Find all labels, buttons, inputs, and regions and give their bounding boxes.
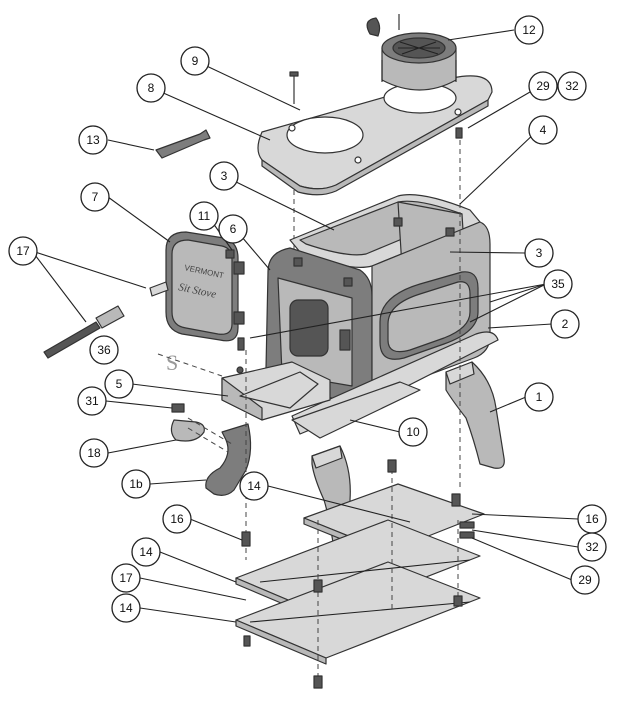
svg-text:17: 17 bbox=[119, 571, 133, 585]
flue-collar bbox=[366, 14, 457, 91]
bottom-plates bbox=[235, 483, 485, 665]
svg-text:2: 2 bbox=[562, 317, 569, 331]
svg-text:1b: 1b bbox=[129, 477, 143, 491]
callout-1b: 1b bbox=[121, 469, 151, 499]
callout-14a: 14 bbox=[239, 471, 269, 501]
callout-14b: 14 bbox=[131, 537, 161, 567]
callout-16b: 16 bbox=[577, 504, 607, 534]
svg-text:35: 35 bbox=[551, 277, 565, 291]
svg-text:13: 13 bbox=[86, 133, 100, 147]
callout-32b: 32 bbox=[577, 532, 607, 562]
svg-text:16: 16 bbox=[585, 512, 599, 526]
svg-text:6: 6 bbox=[230, 222, 237, 236]
svg-text:36: 36 bbox=[97, 343, 111, 357]
alignment-lines bbox=[237, 140, 475, 689]
callouts: 12 9 8 29 32 13 4 3 7 11 6 17 3 35 2 36 … bbox=[8, 15, 607, 623]
callout-10: 10 bbox=[398, 417, 428, 447]
callout-12: 12 bbox=[514, 15, 544, 45]
svg-text:14: 14 bbox=[119, 601, 133, 615]
svg-text:29: 29 bbox=[536, 79, 550, 93]
svg-text:4: 4 bbox=[540, 123, 547, 137]
callout-3b: 3 bbox=[524, 238, 554, 268]
door-handle bbox=[43, 281, 169, 359]
callout-36: 36 bbox=[89, 335, 119, 365]
svg-text:8: 8 bbox=[148, 81, 155, 95]
callout-5: 5 bbox=[104, 369, 134, 399]
callout-35: 35 bbox=[543, 269, 573, 299]
stove-base bbox=[221, 331, 499, 439]
svg-text:3: 3 bbox=[221, 169, 228, 183]
svg-text:1: 1 bbox=[536, 390, 543, 404]
svg-text:5: 5 bbox=[116, 377, 123, 391]
svg-text:10: 10 bbox=[406, 425, 420, 439]
callout-29b: 29 bbox=[570, 565, 600, 595]
callout-3a: 3 bbox=[209, 161, 239, 191]
small-hardware bbox=[170, 403, 233, 453]
callout-13: 13 bbox=[78, 125, 108, 155]
svg-text:11: 11 bbox=[198, 209, 211, 223]
callout-6: 6 bbox=[218, 214, 248, 244]
top-screws bbox=[289, 71, 463, 260]
callout-14c: 14 bbox=[111, 593, 141, 623]
callout-32: 32 bbox=[557, 71, 587, 101]
callout-29: 29 bbox=[528, 71, 558, 101]
svg-text:32: 32 bbox=[565, 79, 579, 93]
callout-17b: 17 bbox=[111, 563, 141, 593]
svg-text:16: 16 bbox=[170, 512, 184, 526]
svg-text:31: 31 bbox=[85, 394, 99, 408]
svg-text:17: 17 bbox=[16, 244, 30, 258]
callout-31: 31 bbox=[77, 386, 107, 416]
svg-text:14: 14 bbox=[247, 479, 261, 493]
top-plate bbox=[257, 74, 493, 196]
svg-text:29: 29 bbox=[578, 573, 592, 587]
callout-16a: 16 bbox=[162, 504, 192, 534]
callout-4: 4 bbox=[528, 115, 558, 145]
svg-text:18: 18 bbox=[87, 446, 101, 460]
callout-9: 9 bbox=[180, 46, 210, 76]
side-door: VERMONT Sit Stove bbox=[165, 231, 245, 342]
callout-2: 2 bbox=[550, 309, 580, 339]
svg-text:32: 32 bbox=[585, 540, 599, 554]
callout-8: 8 bbox=[136, 73, 166, 103]
callout-17a: 17 bbox=[8, 236, 38, 266]
callout-11: 11 bbox=[189, 201, 219, 231]
callout-18: 18 bbox=[79, 438, 109, 468]
svg-text:12: 12 bbox=[522, 23, 536, 37]
handle bbox=[155, 129, 211, 159]
callout-1: 1 bbox=[524, 382, 554, 412]
leader-lines bbox=[31, 29, 579, 623]
svg-text:9: 9 bbox=[192, 54, 199, 68]
s-hook-label: S bbox=[166, 350, 178, 375]
svg-text:7: 7 bbox=[92, 190, 99, 204]
svg-text:14: 14 bbox=[139, 545, 153, 559]
callout-7: 7 bbox=[80, 182, 110, 212]
svg-text:3: 3 bbox=[536, 246, 543, 260]
